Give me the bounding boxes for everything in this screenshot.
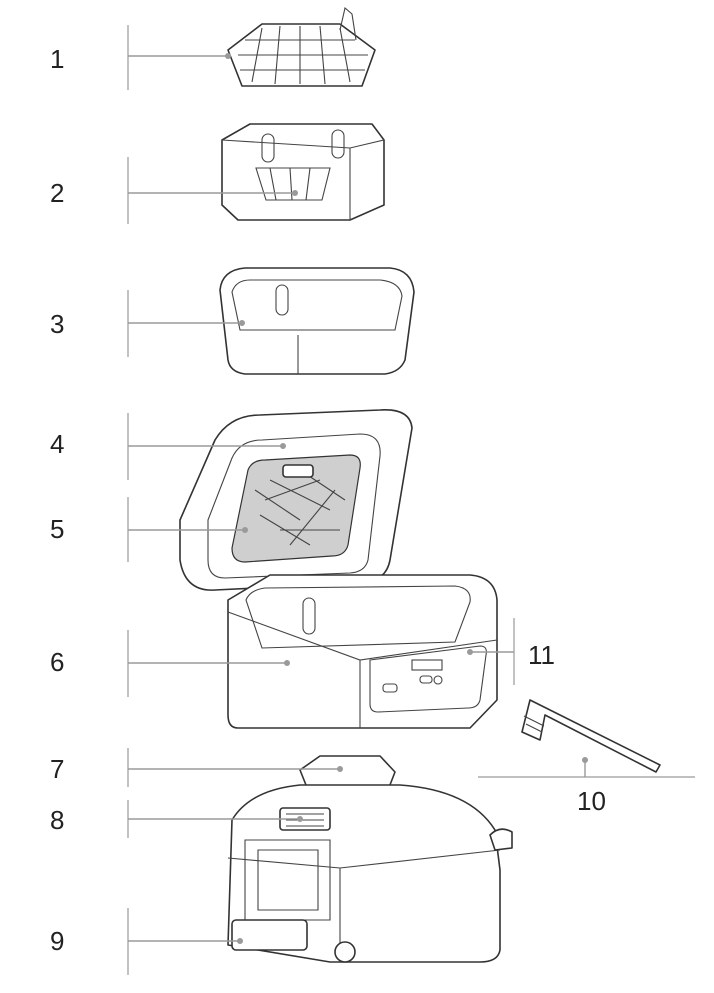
shield-crosshatch	[254, 469, 346, 546]
callout-2: 2	[50, 178, 64, 208]
callout-1: 1	[50, 44, 64, 74]
callout-10: 10	[577, 786, 606, 816]
callout-4: 4	[50, 429, 64, 459]
part-lid	[179, 409, 413, 591]
leader-lines	[128, 53, 588, 944]
part-grill-grate	[227, 6, 376, 87]
callout-11: 11	[528, 640, 555, 670]
callout-9: 9	[50, 926, 64, 956]
callout-5: 5	[50, 514, 64, 544]
part-main-unit	[227, 574, 498, 729]
part-base-unit	[227, 755, 513, 963]
callout-numbers: 1 2 3 4 5 6 7 8 9 10 11	[50, 44, 606, 956]
callout-7: 7	[50, 754, 64, 784]
callout-6: 6	[50, 647, 64, 677]
part-cleaning-brush	[521, 699, 661, 773]
callout-3: 3	[50, 309, 64, 339]
callout-8: 8	[50, 805, 64, 835]
part-cooking-pot	[219, 267, 415, 375]
part-crisper-basket	[221, 123, 385, 221]
